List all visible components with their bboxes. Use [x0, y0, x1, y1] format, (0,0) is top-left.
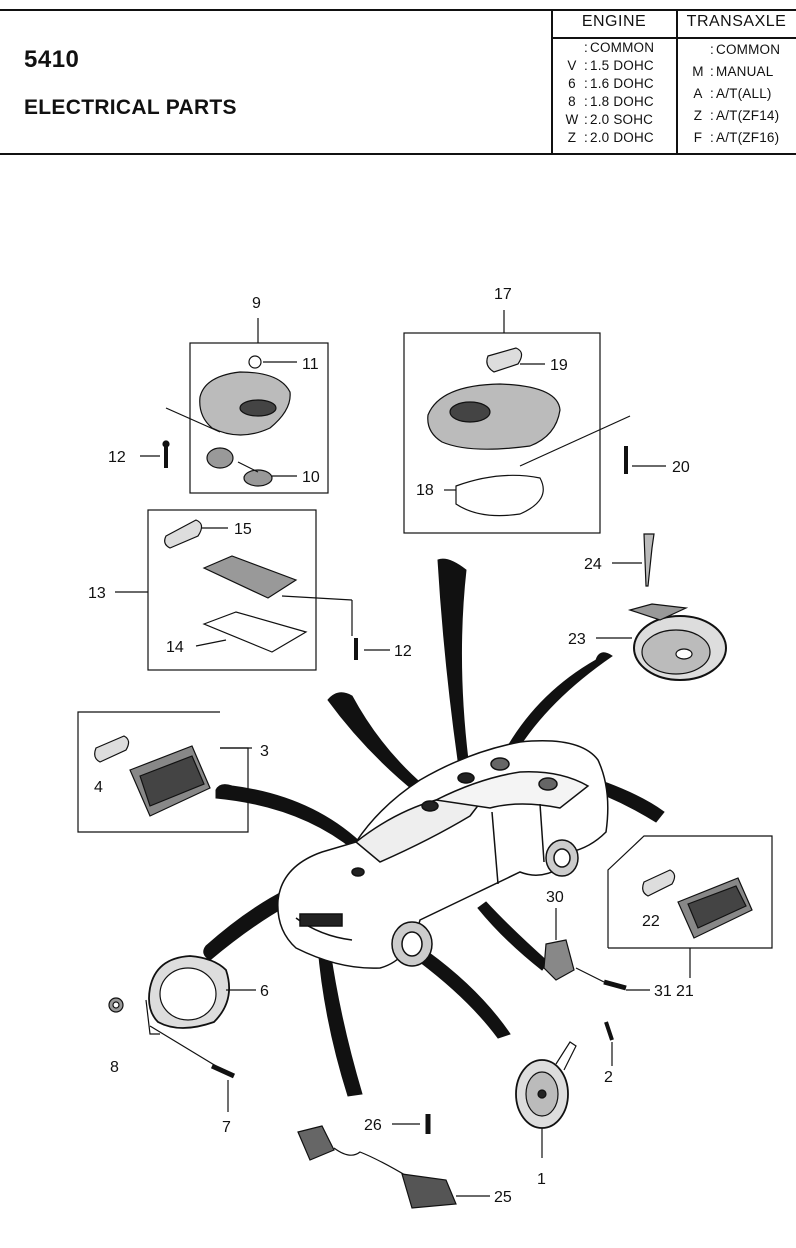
transaxle-value: A/T(ZF14)	[716, 108, 780, 123]
center-lamp-box	[147, 509, 317, 671]
callout-15: 15	[234, 521, 252, 538]
engine-row: V:1.5 DOHC	[567, 58, 654, 73]
room-lamp-assembly	[403, 310, 666, 534]
callout-11: 11	[302, 356, 319, 373]
windshield	[354, 788, 492, 863]
bulb-4	[94, 735, 130, 763]
transaxle-row: Z:A/T(ZF14)	[693, 108, 780, 123]
engine-value: 1.6 DOHC	[590, 76, 654, 91]
bulb-22	[642, 869, 676, 897]
callout-31: 31	[654, 983, 672, 1000]
callout-2: 2	[604, 1069, 613, 1086]
lens-14	[202, 611, 308, 653]
front-speaker-bracket	[108, 955, 256, 1112]
title-block: 5410 ELECTRICAL PARTS ENGINE TRANSAXLE :…	[0, 0, 796, 158]
callout-17: 17	[494, 286, 512, 303]
callout-14: 14	[166, 639, 184, 656]
map-lamp-assembly	[140, 318, 329, 494]
transaxle-row: F:A/T(ZF16)	[693, 130, 780, 145]
center-lamp-assembly	[115, 509, 390, 671]
engine-row: Z:2.0 DOHC	[567, 130, 654, 145]
engine-value: 2.0 SOHC	[590, 112, 654, 127]
lens-18	[455, 474, 544, 517]
callout-12: 12	[108, 449, 126, 466]
engine-value: 1.5 DOHC	[590, 58, 654, 73]
bulb-15	[164, 519, 203, 549]
engine-heading: ENGINE	[581, 13, 647, 30]
callout-25: 25	[494, 1189, 512, 1206]
callout-30: 30	[546, 889, 564, 906]
page-title: ELECTRICAL PARTS	[24, 96, 237, 119]
transaxle-value: COMMON	[716, 42, 781, 57]
connector	[297, 1125, 335, 1161]
callout-26: 26	[364, 1117, 382, 1134]
engine-value: 2.0 DOHC	[590, 130, 654, 145]
screw-2	[604, 1021, 614, 1041]
transaxle-row: A:A/T(ALL)	[693, 86, 772, 101]
callout-13: 13	[88, 585, 106, 602]
callout-21: 21	[676, 983, 694, 1000]
center-lamp-housing	[202, 555, 298, 599]
lens-10	[206, 447, 234, 469]
screw-7	[210, 1063, 236, 1079]
callout-20: 20	[672, 459, 690, 476]
callout-18: 18	[416, 482, 434, 499]
harness-assembly	[297, 1114, 490, 1209]
switch-30	[543, 939, 575, 981]
trunk-lamp-box	[607, 835, 773, 949]
engine-row: 8:1.8 DOHC	[568, 94, 654, 109]
callout-labels: 1 2 3 4 6 7 8 9 10 11 12 12 13 14 15 17 …	[88, 286, 694, 1206]
catalog-code: 5410	[24, 46, 80, 73]
callout-23: 23	[568, 631, 586, 648]
trunk-lamp-assembly	[607, 835, 773, 978]
map-lamp-box	[189, 342, 329, 494]
engine-row: W:2.0 SOHC	[565, 112, 654, 127]
door-switch-assembly	[543, 908, 650, 991]
exploded-parts-diagram: 1 2 3 4 6 7 8 9 10 11 12 12 13 14 15 17 …	[77, 286, 773, 1209]
callout-3: 3	[260, 743, 269, 760]
callout-19: 19	[550, 357, 568, 374]
bottom-rule	[0, 153, 796, 155]
callout-7: 7	[222, 1119, 231, 1136]
engine-row: 6:1.6 DOHC	[568, 76, 654, 91]
transaxle-heading: TRANSAXLE	[686, 13, 787, 30]
screw-31	[603, 979, 627, 991]
callout-1: 1	[537, 1171, 546, 1188]
room-lamp-box	[403, 332, 601, 534]
table-header-rule	[551, 37, 796, 39]
callout-9: 9	[252, 295, 261, 312]
horn-assembly	[515, 1021, 614, 1158]
callout-22: 22	[642, 913, 660, 930]
transaxle-value: MANUAL	[716, 64, 774, 79]
room-lamp-housing	[427, 383, 561, 450]
transaxle-row: :COMMON	[710, 42, 781, 57]
top-rule	[0, 9, 796, 11]
callout-4: 4	[94, 779, 103, 796]
engine-row: :COMMON	[584, 40, 655, 55]
screw-24	[643, 533, 655, 587]
bulb-19	[486, 347, 523, 373]
table-divider-left	[551, 9, 553, 155]
callout-8: 8	[110, 1059, 119, 1076]
module-25	[401, 1173, 457, 1209]
transaxle-value: A/T(ZF16)	[716, 130, 780, 145]
transaxle-value: A/T(ALL)	[716, 86, 772, 101]
engine-value: 1.8 DOHC	[590, 94, 654, 109]
bulb-11	[248, 355, 262, 369]
engine-value: COMMON	[590, 40, 655, 55]
luggage-lamp-assembly	[77, 711, 252, 833]
callout-12b: 12	[394, 643, 412, 660]
callout-10: 10	[302, 469, 320, 486]
transaxle-row: M:MANUAL	[692, 64, 774, 79]
table-divider-mid	[676, 9, 678, 155]
grille	[299, 913, 343, 927]
car-illustration	[277, 740, 609, 969]
callout-24: 24	[584, 556, 602, 573]
rear-speaker	[596, 533, 727, 681]
callout-6: 6	[260, 983, 269, 1000]
